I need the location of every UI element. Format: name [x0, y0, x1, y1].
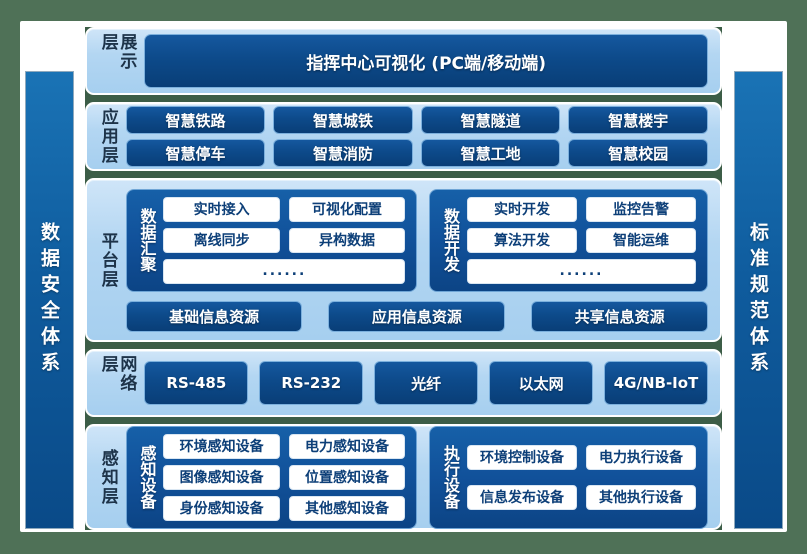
agg-visual-config: 可视化配置: [288, 196, 406, 222]
sensing-devices-title: 感知设备: [137, 445, 157, 509]
dev-smart-ops: 智能运维: [586, 227, 696, 253]
layer-panel-platform: 平台层 数据汇聚 实时接入 可视化配置 离线同步 异构数据 ...... 数据开…: [85, 178, 722, 342]
application-layer-label: 应用层: [97, 108, 118, 165]
app-block-smart-campus: 智慧校园: [568, 139, 708, 167]
sense-position: 位置感知设备: [288, 464, 406, 490]
exec-env-control: 环境控制设备: [467, 444, 577, 470]
sense-image: 图像感知设备: [163, 464, 280, 490]
sense-environment: 环境感知设备: [163, 433, 280, 459]
app-block-smart-metro: 智慧城铁: [273, 106, 413, 134]
app-block-smart-building: 智慧楼宇: [568, 106, 708, 134]
standards-label: 标准规范体系: [747, 222, 769, 378]
resource-basic-info: 基础信息资源: [125, 300, 303, 332]
standards-sidebar: 标准规范体系: [734, 71, 783, 529]
net-4g-nbiot: 4G/NB-IoT: [604, 361, 708, 405]
net-rs485: RS-485: [144, 361, 249, 405]
exec-power: 电力执行设备: [586, 444, 696, 470]
layer-panel-perception: 感知层 感知设备 环境感知设备 电力感知设备 图像感知设备 位置感知设备 身份感…: [85, 424, 722, 530]
app-block-smart-fire: 智慧消防: [273, 139, 413, 167]
app-block-smart-parking: 智慧停车: [125, 139, 266, 167]
command-center-banner: 指挥中心可视化 (PC端/移动端): [144, 34, 708, 88]
app-block-smart-site: 智慧工地: [420, 139, 561, 167]
platform-layer-label: 平台层: [97, 231, 118, 289]
net-rs232: RS-232: [259, 361, 364, 405]
data-security-sidebar: 数据安全体系: [25, 71, 74, 529]
resource-shared-info: 共享信息资源: [531, 300, 708, 332]
agg-offline-sync: 离线同步: [163, 227, 280, 253]
exec-other: 其他执行设备: [586, 484, 696, 510]
data-development-group: 数据开发 实时开发 监控告警 算法开发 智能运维 ......: [429, 188, 708, 292]
sensing-devices-group: 感知设备 环境感知设备 电力感知设备 图像感知设备 位置感知设备 身份感知设备 …: [125, 425, 418, 529]
perception-layer-label: 感知层: [97, 448, 118, 506]
network-layer-label: 网络层: [97, 355, 137, 393]
sense-identity: 身份感知设备: [163, 495, 280, 521]
sense-other: 其他感知设备: [288, 495, 406, 521]
app-block-smart-railway: 智慧铁路: [125, 106, 266, 134]
layer-panel-network: 网络层 RS-485 RS-232 光纤 以太网 4G/NB-IoT: [85, 349, 722, 417]
dev-monitor-alert: 监控告警: [586, 196, 696, 222]
dev-more-ellipsis: ......: [467, 258, 696, 284]
display-layer-label: 展示层: [97, 33, 137, 71]
app-block-smart-tunnel: 智慧隧道: [420, 106, 561, 134]
execution-devices-group: 执行设备 环境控制设备 电力执行设备 信息发布设备 其他执行设备: [429, 425, 708, 529]
agg-hetero-data: 异构数据: [288, 227, 406, 253]
execution-devices-title: 执行设备: [441, 445, 461, 509]
agg-realtime-access: 实时接入: [163, 196, 280, 222]
dev-realtime-dev: 实时开发: [467, 196, 577, 222]
resource-app-info: 应用信息资源: [328, 300, 506, 332]
data-security-label: 数据安全体系: [38, 222, 60, 378]
net-fiber: 光纤: [374, 361, 479, 405]
data-aggregation-title: 数据汇聚: [137, 208, 157, 272]
dev-algorithm-dev: 算法开发: [467, 227, 577, 253]
data-development-title: 数据开发: [441, 208, 461, 272]
exec-info-publish: 信息发布设备: [467, 484, 577, 510]
architecture-stack: 展示层 指挥中心可视化 (PC端/移动端) 应用层 智慧铁路 智慧城铁 智慧隧道…: [85, 27, 722, 530]
layer-panel-display: 展示层 指挥中心可视化 (PC端/移动端): [85, 27, 722, 95]
layer-panel-application: 应用层 智慧铁路 智慧城铁 智慧隧道 智慧楼宇 智慧停车 智慧消防 智慧工地 智…: [85, 102, 722, 171]
net-ethernet: 以太网: [489, 361, 594, 405]
sense-power: 电力感知设备: [288, 433, 406, 459]
agg-more-ellipsis: ......: [163, 258, 406, 284]
data-aggregation-group: 数据汇聚 实时接入 可视化配置 离线同步 异构数据 ......: [125, 188, 418, 292]
